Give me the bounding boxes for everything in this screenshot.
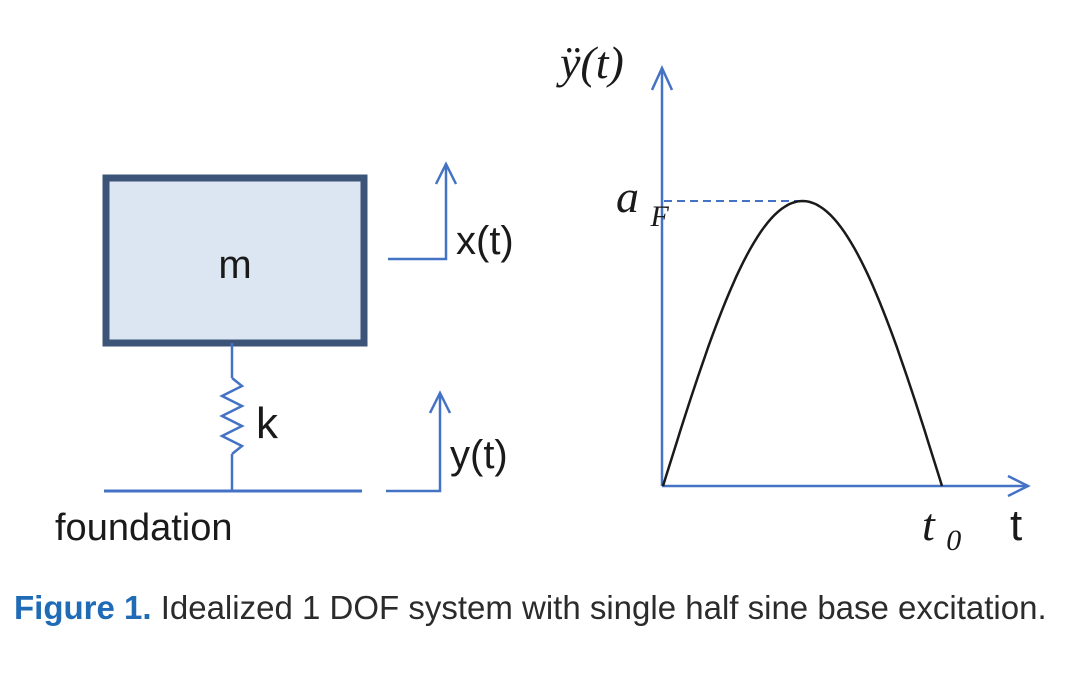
y-axis-arrowhead bbox=[650, 64, 674, 91]
duration-label-sub: 0 bbox=[946, 524, 961, 557]
peak-label-main: a bbox=[616, 171, 639, 222]
x-axis-arrowhead bbox=[1007, 474, 1031, 498]
foundation-label: foundation bbox=[55, 507, 233, 549]
peak-label-sub: F bbox=[650, 200, 670, 233]
mass-block bbox=[102, 174, 368, 347]
caption-text: Idealized 1 DOF system with single half … bbox=[151, 589, 1047, 626]
spring-element bbox=[219, 343, 245, 491]
peak-label: a F bbox=[616, 171, 670, 233]
plot-axes bbox=[650, 64, 1031, 498]
duration-label-main: t bbox=[922, 499, 936, 550]
base-displacement-label: y(t) bbox=[450, 433, 508, 477]
x-axis-label: t bbox=[1010, 501, 1022, 550]
figure-caption: Figure 1. Idealized 1 DOF system with si… bbox=[14, 586, 1070, 630]
half-sine-pulse-curve bbox=[661, 199, 944, 487]
figure-diagram: m k foundation x(t) y(t) ÿ(t) t a F t 0 bbox=[55, 37, 1031, 557]
y-axis-label: ÿ(t) bbox=[556, 37, 624, 88]
mass-displacement-label: x(t) bbox=[456, 219, 514, 263]
base-displacement-arrow bbox=[386, 390, 452, 493]
spring-label: k bbox=[256, 399, 279, 448]
caption-label: Figure 1. bbox=[14, 589, 152, 626]
duration-label: t 0 bbox=[922, 499, 961, 557]
mass-displacement-arrow bbox=[388, 161, 458, 261]
mass-label: m bbox=[218, 243, 251, 287]
